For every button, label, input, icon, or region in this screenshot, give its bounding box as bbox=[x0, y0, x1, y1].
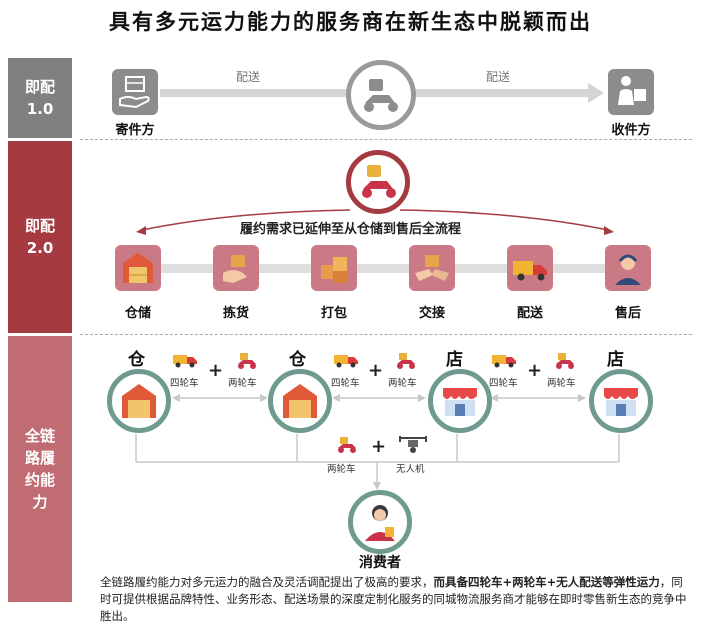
band-label-1: 全链 bbox=[24, 427, 55, 445]
band-label-3: 约能 bbox=[24, 471, 55, 489]
four-wheel-label: 四轮车 bbox=[170, 378, 199, 389]
step-pick-icon bbox=[213, 245, 259, 291]
separator bbox=[80, 139, 692, 140]
separator bbox=[80, 334, 692, 335]
summary-highlight: 而具备四轮车+两轮车+无人配送等弹性运力 bbox=[433, 575, 660, 589]
band-label-2: 路履 bbox=[24, 449, 55, 467]
two-wheel-label: 两轮车 bbox=[228, 378, 257, 389]
band-label: 即配 bbox=[24, 217, 55, 235]
deliver-label-right: 配送 bbox=[486, 70, 511, 84]
band-instant-2: 即配 2.0 bbox=[8, 141, 72, 333]
node-warehouse-label: 仓 bbox=[289, 350, 306, 370]
process-bar bbox=[135, 264, 625, 273]
two-wheel-label: 两轮车 bbox=[388, 378, 417, 389]
summary-paragraph: 全链路履约能力对多元运力的融合及灵活调配提出了极高的要求，而具备四轮车+两轮车+… bbox=[100, 574, 690, 625]
drone-icon bbox=[396, 434, 430, 460]
warehouse-node-icon bbox=[107, 369, 171, 433]
summary-part: ，同时可提供根据品牌特性、业务形态、配送场景的深度定制化服务的同城物流服务商才能… bbox=[100, 575, 687, 623]
row2-arc bbox=[136, 209, 614, 235]
step-pack-icon bbox=[311, 245, 357, 291]
scooter-icon bbox=[395, 352, 417, 374]
scooter-icon bbox=[236, 352, 258, 374]
node-store-label: 店 bbox=[607, 350, 624, 370]
step-label: 打包 bbox=[320, 306, 347, 321]
truck-icon bbox=[172, 352, 198, 372]
scooter-icon bbox=[336, 436, 358, 458]
plus-sign: + bbox=[527, 360, 543, 381]
band-version: 2.0 bbox=[26, 239, 54, 257]
scooter-red-icon bbox=[346, 150, 410, 214]
two-wheel-label: 两轮车 bbox=[547, 378, 576, 389]
step-label: 配送 bbox=[516, 306, 543, 321]
band-version: 1.0 bbox=[26, 100, 54, 118]
scooter-gray-icon bbox=[346, 60, 416, 130]
four-wheel-label: 四轮车 bbox=[489, 378, 518, 389]
truck-icon bbox=[491, 352, 517, 372]
step-label: 仓储 bbox=[124, 306, 151, 321]
two-wheel-label: 两轮车 bbox=[327, 464, 356, 475]
step-handover-icon bbox=[409, 245, 455, 291]
warehouse-node-icon bbox=[268, 369, 332, 433]
store-node-icon bbox=[428, 369, 492, 433]
receiver-label: 收件方 bbox=[611, 123, 651, 138]
store-node-icon bbox=[589, 369, 653, 433]
step-label: 售后 bbox=[614, 306, 641, 321]
summary-part: 全链路履约能力对多元运力的融合及灵活调配提出了极高的要求， bbox=[100, 575, 434, 589]
receiver-icon bbox=[608, 69, 654, 115]
step-label: 拣货 bbox=[222, 306, 249, 321]
consumer-icon bbox=[348, 490, 412, 554]
plus-sign: + bbox=[371, 436, 387, 457]
four-wheel-label: 四轮车 bbox=[331, 378, 360, 389]
step-deliver-icon bbox=[507, 245, 553, 291]
step-label: 交接 bbox=[418, 306, 445, 321]
scooter-icon bbox=[554, 352, 576, 374]
row3-connectors bbox=[135, 394, 620, 490]
plus-sign: + bbox=[368, 360, 384, 381]
node-store-label: 店 bbox=[446, 350, 463, 370]
sender-icon bbox=[112, 69, 158, 115]
drone-label: 无人机 bbox=[396, 464, 425, 475]
band-label: 即配 bbox=[24, 78, 55, 96]
deliver-label-left: 配送 bbox=[236, 70, 261, 84]
step-aftersales-icon bbox=[605, 245, 651, 291]
step-warehouse-icon bbox=[115, 245, 161, 291]
sender-label: 寄件方 bbox=[115, 123, 155, 138]
consumer-label: 消费者 bbox=[359, 555, 401, 571]
plus-sign: + bbox=[208, 360, 224, 381]
page-title: 具有多元运力能力的服务商在新生态中脱颖而出 bbox=[109, 10, 592, 34]
band-instant-1: 即配 1.0 bbox=[8, 58, 72, 138]
node-warehouse-label: 仓 bbox=[128, 350, 145, 370]
band-label-4: 力 bbox=[32, 493, 48, 511]
row2-caption: 履约需求已延伸至从仓储到售后全流程 bbox=[239, 222, 461, 237]
band-full-chain: 全链 路履 约能 力 bbox=[8, 336, 72, 602]
truck-icon bbox=[333, 352, 359, 372]
